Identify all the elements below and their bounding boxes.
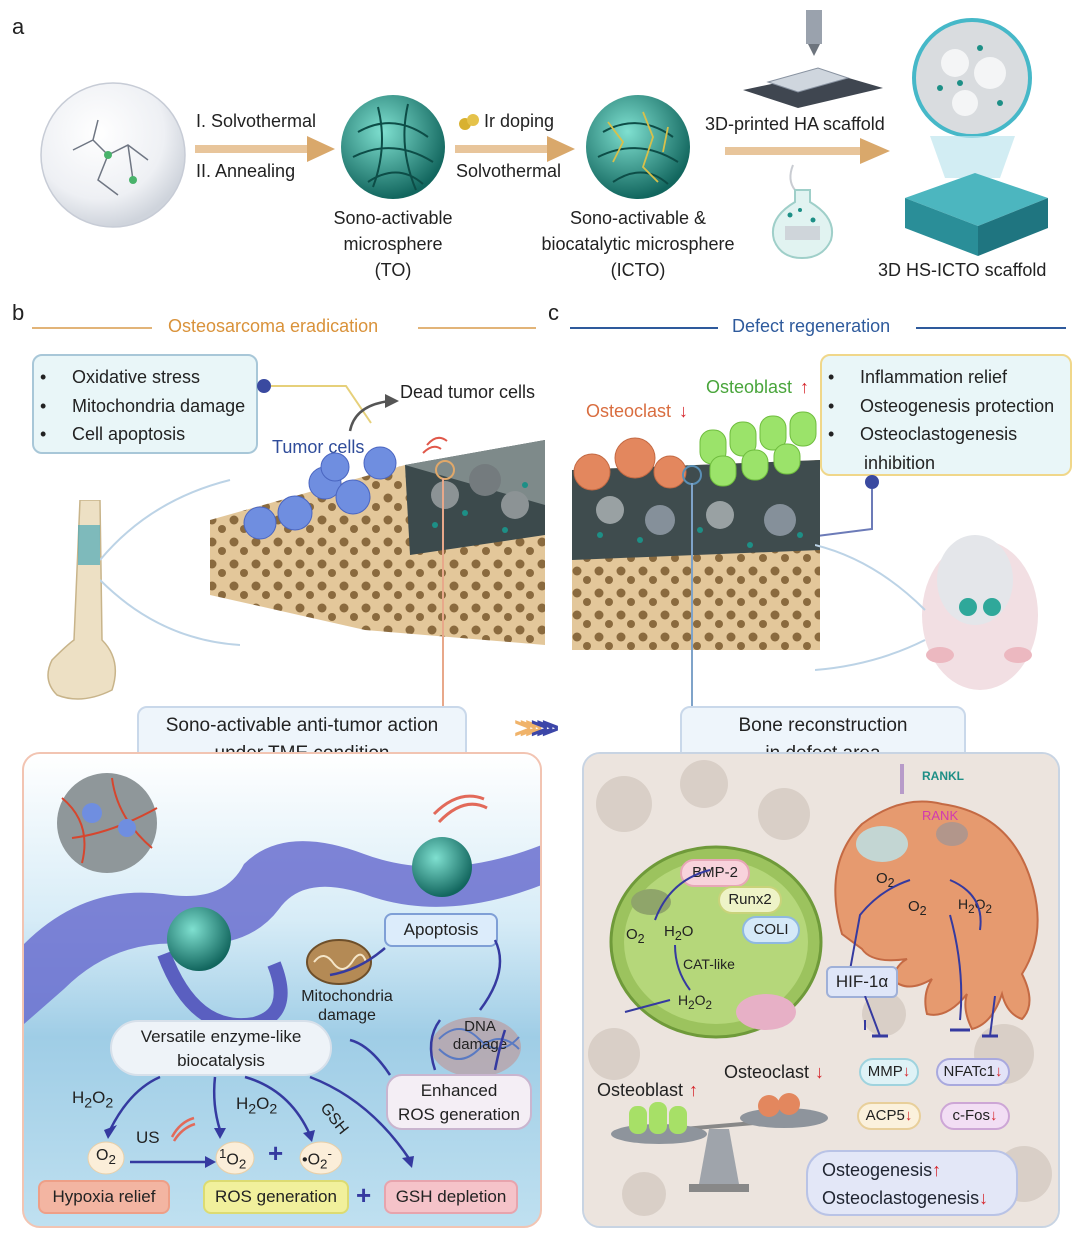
regeneration-bone-block-icon: [572, 411, 820, 650]
microsphere-membrane-icon: [167, 907, 231, 971]
tumor-bone-block-icon: [210, 436, 545, 645]
panel-b-letter: b: [12, 300, 25, 325]
mouse-zoom-lines: [815, 544, 926, 671]
panel-a-letter: a: [12, 14, 25, 39]
osteoblast-top-label: Osteoblast↑: [706, 377, 810, 397]
scaffold-step-label: 3D-printed HA scaffold: [705, 114, 885, 134]
panel-c-title: Defect regeneration: [732, 316, 891, 336]
mmp-pill: MMP↓: [859, 1058, 919, 1086]
tumor-cells-label: Tumor cells: [272, 437, 365, 457]
osteoclast-cell-icon: [834, 764, 1039, 1031]
panel-b-title: Osteosarcoma eradication: [168, 316, 379, 336]
panel-c-vertical-line: [691, 483, 693, 708]
dna-nucleus-icon: [431, 1017, 521, 1077]
icto-microsphere-icon: [586, 95, 690, 199]
precursor-sphere-icon: [40, 82, 186, 228]
femur-icon: [47, 500, 117, 700]
panel-c-connector-icon: [816, 475, 879, 537]
arrow-step-3-icon: [725, 138, 890, 164]
superoxide-label: •O2-: [302, 1146, 332, 1172]
o2-label: O2: [96, 1147, 116, 1168]
panel-c-rule-left: [570, 327, 718, 329]
panel-c-effects-box: •Inflammation relief •Osteogenesis prote…: [820, 354, 1072, 476]
o2-osteoblast-label: O2: [626, 926, 645, 946]
immersion-flask-icon: [772, 164, 833, 260]
scaffold-zoom-icon: [905, 18, 1048, 256]
dead-tumor-cells-label: Dead tumor cells: [400, 382, 536, 402]
to-microsphere-icon: [341, 95, 445, 199]
runx2-pill: Runx2: [718, 886, 782, 914]
mouse-icon: [922, 535, 1038, 690]
panel-b-rule-right: [418, 327, 536, 329]
mitochondria-icon: [306, 939, 372, 985]
plus-sign-2: +: [356, 1180, 372, 1210]
rankl-label: RANKL: [922, 769, 964, 783]
arrow-step-2-icon: [455, 136, 575, 162]
h2o-label: H2O: [664, 923, 694, 943]
reaction-arrows-icon: [104, 939, 507, 1168]
tumor-cluster-icon: [57, 773, 158, 873]
gsh-depletion-pill: GSH depletion: [384, 1180, 518, 1214]
lower-right-panel: [582, 752, 1060, 1228]
step-1-line-2: II. Annealing: [196, 161, 296, 181]
arrow-step-1-icon: [195, 136, 335, 162]
h2o2-osteoblast-label: H2O2: [678, 992, 712, 1012]
o2-osteoclast-2-label: O2: [908, 898, 927, 918]
us-wave-icon: [170, 1116, 196, 1142]
final-scaffold-label: 3D HS-ICTO scaffold: [878, 260, 1047, 280]
dead-cells-arrow-icon: [348, 394, 399, 432]
hif-pill: HIF-1α: [826, 966, 898, 998]
osteoblast-balance-label: Osteoblast↑: [597, 1080, 699, 1100]
osteoclast-balance-label: Osteoclast↓: [724, 1062, 825, 1082]
ultrasound-wave-icon: [432, 794, 488, 824]
h2o2-osteoclast-label: H2O2: [958, 896, 992, 916]
apoptosis-pill: Apoptosis: [384, 913, 498, 947]
icto-label: Sono-activable &biocatalytic microsphere…: [541, 208, 735, 280]
balance-scale-icon: [611, 1093, 828, 1192]
ros-generation-pill: ROS generation: [203, 1180, 349, 1214]
panel-b-effects-box: •Oxidative stress •Mitochondria damage •…: [32, 354, 258, 454]
o2-osteoclast-1-label: O2: [876, 870, 895, 890]
3d-printer-icon: [743, 10, 883, 108]
superoxide-bubble-icon: [299, 1141, 343, 1175]
panel-b-rule-left: [32, 327, 152, 329]
h2o2-left-label: H2O2: [72, 1088, 114, 1112]
singlet-o2-label: 1O2: [219, 1146, 247, 1172]
h2o2-mid-label: H2O2: [236, 1094, 278, 1118]
rank-label: RANK: [922, 808, 959, 823]
step-1-line-1: I. Solvothermal: [196, 111, 317, 131]
bmp2-pill: BMP-2: [680, 859, 750, 887]
chevrons-icon: >>>>>>: [514, 712, 559, 745]
cat-like-label: CAT-like: [683, 956, 735, 972]
nfatc1-pill: NFATc1↓: [936, 1058, 1010, 1086]
step-2-line-2: Solvothermal: [456, 161, 562, 181]
microsphere-us-icon: [412, 837, 472, 897]
o2-bubble-icon: [87, 1141, 125, 1175]
us-label: US: [136, 1128, 160, 1147]
outcome-box: Osteogenesis↑ Osteoclastogenesis↓: [806, 1150, 1018, 1216]
acp5-pill: ACP5↓: [857, 1102, 921, 1130]
plus-sign-1: +: [268, 1138, 284, 1168]
singlet-o2-bubble-icon: [215, 1141, 255, 1175]
panel-c-letter: c: [548, 300, 559, 325]
hypoxia-relief-pill: Hypoxia relief: [38, 1180, 170, 1214]
femur-zoom-lines: [100, 479, 240, 646]
ir-dopant-icon: [459, 114, 479, 130]
lower-left-panel: [22, 752, 542, 1228]
coli-pill: COLI: [742, 916, 800, 944]
panel-b-vertical-line: [442, 478, 444, 708]
osteoclast-top-label: Osteoclast↓: [586, 401, 689, 421]
step-2-line-1: Ir doping: [484, 111, 555, 131]
cfos-pill: c-Fos↓: [940, 1102, 1010, 1130]
panel-c-rule-right: [916, 327, 1066, 329]
hif-inhibit-lines: [864, 996, 998, 1038]
